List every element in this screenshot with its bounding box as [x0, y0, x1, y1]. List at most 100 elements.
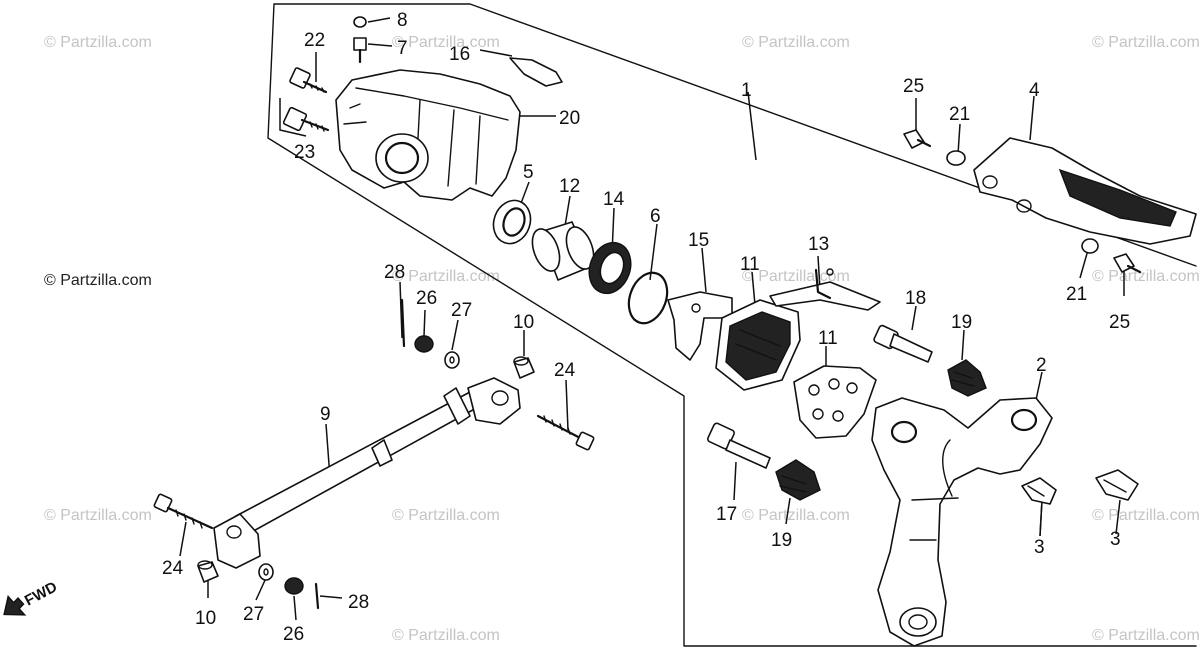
watermark: © Partzilla.com: [742, 268, 850, 285]
leader-line: [701, 247, 707, 293]
watermark: © Partzilla.com: [1092, 627, 1200, 644]
part-label-28: 28: [384, 262, 405, 283]
leader-line: [255, 577, 267, 601]
leader-line: [785, 497, 791, 525]
collar-part-10: [513, 356, 535, 379]
brake-pad-part-11: [715, 299, 801, 391]
pad-spring-part-13: [769, 268, 881, 311]
pin-bolt-part-18: [873, 324, 933, 363]
leader-line: [649, 223, 658, 281]
retainer-clip-part-3-left: [1021, 477, 1057, 505]
bolt-part-23: [282, 106, 330, 132]
part-label-3: 3: [1034, 537, 1045, 558]
part-label-25: 25: [903, 76, 924, 97]
leader-line: [179, 521, 187, 557]
piston-part-12: [531, 221, 595, 281]
nut-part-26: [414, 335, 434, 353]
part-label-11: 11: [740, 254, 760, 275]
part-labels: 1 2 3 3 4 5 6 7 8 9 10 10 11 11 12 13 14…: [162, 10, 1130, 645]
part-label-20: 20: [559, 108, 580, 129]
watermark: © Partzilla.com: [392, 627, 500, 644]
bolt-part-24-lower: [153, 493, 214, 530]
part-label-23: 23: [294, 142, 315, 163]
watermark: © Partzilla.com: [44, 34, 152, 51]
leader-line: [1079, 249, 1089, 279]
dust-seal-part-14: [588, 241, 632, 295]
watermark: © Partzilla.com: [392, 34, 500, 51]
nut-part-26-lower: [284, 577, 304, 595]
part-label-26: 26: [283, 624, 304, 645]
piston-seal-part-5: [492, 199, 532, 245]
caliper-body-part-20: [335, 69, 521, 201]
washer-part-27-lower: [258, 563, 274, 581]
watermark: © Partzilla.com: [1092, 34, 1200, 51]
leader-line: [367, 43, 393, 47]
cap-part-21-lower: [1081, 238, 1099, 254]
part-label-24: 24: [554, 360, 576, 381]
leader-line: [957, 123, 961, 155]
part-label-4: 4: [1029, 80, 1040, 101]
watermark-layer: © Partzilla.com © Partzilla.com © Partzi…: [44, 34, 1200, 644]
part-label-10: 10: [513, 312, 534, 333]
part-label-3: 3: [1110, 529, 1121, 550]
watermark: © Partzilla.com: [392, 268, 500, 285]
part-label-25: 25: [1109, 312, 1130, 333]
leader-line: [293, 595, 297, 621]
collar-part-10-lower: [197, 560, 219, 583]
part-label-8: 8: [397, 10, 408, 31]
part-label-5: 5: [523, 162, 534, 183]
part-label-19: 19: [951, 312, 972, 333]
washer-part-27: [444, 351, 460, 369]
part-label-7: 7: [397, 38, 408, 59]
part-label-27: 27: [451, 300, 472, 321]
leader-line: [747, 91, 757, 161]
watermark: © Partzilla.com: [742, 34, 850, 51]
leader-line: [565, 379, 569, 431]
part-label-15: 15: [688, 230, 709, 251]
brake-pad-part-11-backing: [793, 365, 877, 439]
watermark: © Partzilla.com: [44, 272, 152, 289]
part-label-19: 19: [771, 530, 792, 551]
bolt-part-24: [536, 414, 595, 451]
part-label-17: 17: [716, 504, 737, 525]
leader-line: [1029, 95, 1035, 141]
cap-part-21: [946, 150, 966, 166]
part-label-11: 11: [818, 328, 838, 349]
pin-bolt-part-17: [706, 422, 771, 469]
leader-line: [1115, 499, 1121, 535]
retainer-clip-part-3-right: [1095, 469, 1139, 501]
part-label-9: 9: [320, 404, 331, 425]
fwd-label: FWD: [22, 578, 60, 609]
leader-line: [367, 17, 391, 23]
bolt-part-22: [289, 67, 328, 94]
part-label-10: 10: [195, 608, 216, 629]
caliper-guard-part-4: [973, 137, 1197, 245]
caliper-bracket-part-2: [871, 397, 1053, 647]
watermark: © Partzilla.com: [1092, 507, 1200, 524]
leader-line: [279, 98, 307, 137]
part-label-6: 6: [650, 206, 661, 227]
part-label-1: 1: [741, 80, 752, 101]
boot-part-19-lower: [775, 459, 821, 501]
bolt-part-25-lower: [1113, 253, 1142, 274]
bleeder-cap-part-8: [353, 16, 367, 28]
leader-line: [564, 195, 571, 227]
part-label-14: 14: [603, 189, 625, 210]
watermark: © Partzilla.com: [392, 507, 500, 524]
part-label-21: 21: [949, 104, 970, 125]
leader-line: [961, 329, 965, 361]
part-label-12: 12: [559, 176, 580, 197]
part-label-22: 22: [304, 30, 325, 51]
pad-shim-part-15: [667, 291, 733, 361]
part-label-18: 18: [905, 288, 926, 309]
leader-line: [1039, 499, 1043, 537]
watermark: © Partzilla.com: [1092, 268, 1200, 285]
torque-rod-part-9: [213, 377, 521, 569]
leader-line: [423, 309, 426, 337]
leader-line: [911, 305, 917, 331]
retaining-ring-part-6: [627, 271, 669, 325]
leader-line: [1035, 371, 1043, 401]
part-label-21: 21: [1066, 284, 1087, 305]
